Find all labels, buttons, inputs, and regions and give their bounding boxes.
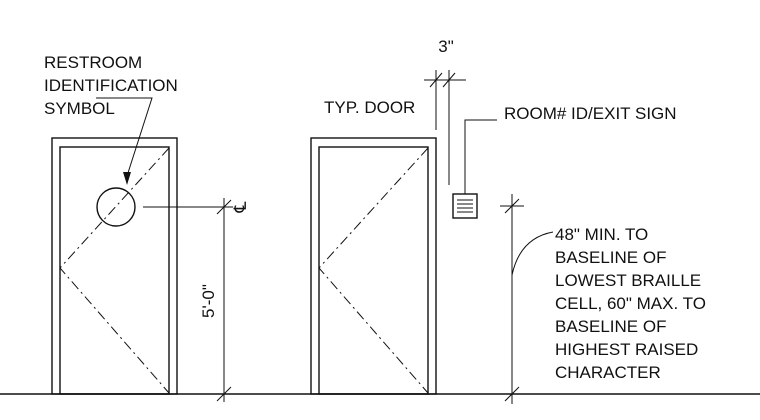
restroom-symbol-circle [96,187,136,227]
dim-5ft-tick-top [216,199,232,215]
room-sign [452,193,478,219]
dim-5ft-tick-bottom [216,386,232,402]
dim-3in-tick-left [429,72,443,88]
centerline-symbol: ℄ [231,201,250,213]
dim-mounting [500,194,524,404]
room-sign-box [452,193,478,219]
right-door-frame [310,137,437,395]
right-door [310,137,437,395]
typ-door-label: TYP. DOOR [324,98,415,117]
room-sign-leader [464,119,497,194]
dim-3in: 3" [424,37,466,185]
room-sign-label: ROOM# ID/EXIT SIGN [504,104,677,123]
left-door-frame [51,137,178,395]
right-door-swing [318,147,429,394]
dim-5ft-label: 5'-0" [199,284,218,318]
restroom-symbol-leader [96,97,153,177]
left-door-swing [59,147,170,394]
dim-3in-label: 3" [438,37,454,56]
dim-mounting-tick-top [504,198,520,214]
mounting-note-leader [511,231,554,276]
right-door-leaf [318,146,429,395]
dim-5ft: 5'-0" [199,198,232,402]
left-door [51,137,178,395]
dim-mounting-tick-bottom [504,386,520,402]
restroom-symbol-label: RESTROOM IDENTIFICATION SYMBOL [44,53,183,118]
left-door-leaf [59,146,170,395]
mounting-note: 48" MIN. TO BASELINE OF LOWEST BRAILLE C… [555,225,711,382]
dim-3in-tick-right [442,72,456,88]
leader-arrowhead [123,172,131,185]
